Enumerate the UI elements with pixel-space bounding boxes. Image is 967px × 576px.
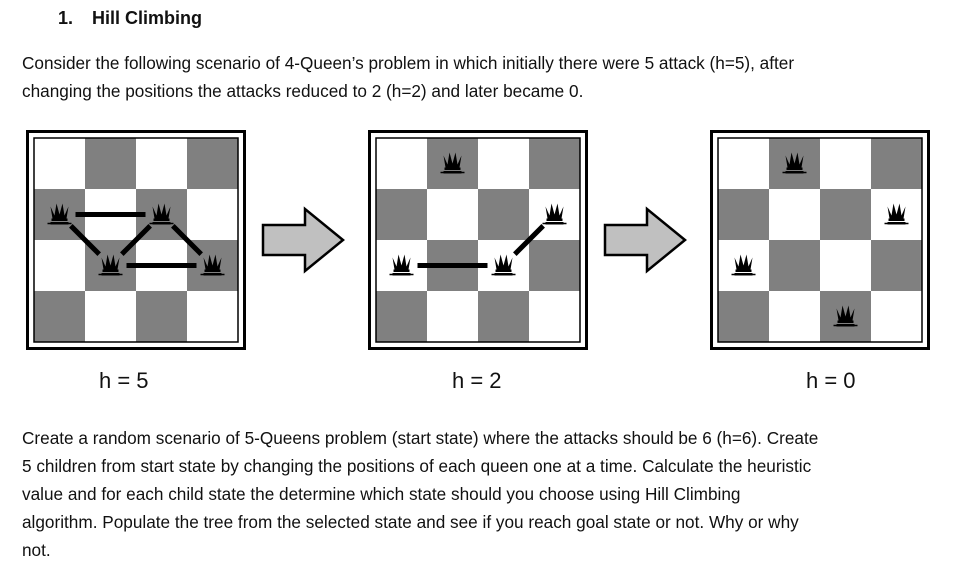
board-square [718,138,769,189]
right-arrow-icon [603,206,687,274]
board-square [871,291,922,342]
intro-line-2: changing the positions the attacks reduc… [22,81,584,101]
question-line-4: algorithm. Populate the tree from the se… [22,512,799,532]
section-heading: 1. Hill Climbing [58,8,202,29]
queen-icon [731,254,756,276]
board-square [478,291,529,342]
attack-line [120,224,152,256]
board-h5 [26,130,246,350]
queen-icon [389,254,414,276]
board-label-h2: h = 2 [452,368,502,393]
board-label-h0: h = 0 [806,368,856,393]
queen-icon [200,254,225,276]
queen-icon [782,152,807,174]
queen-icon [542,203,567,225]
queen-icon [47,203,72,225]
queen-icon [833,305,858,327]
board-square [871,240,922,291]
queen-icon [98,254,123,276]
board-square [529,291,580,342]
board-square [136,291,187,342]
board-square [427,189,478,240]
board-square [718,189,769,240]
question-paragraph: Create a random scenario of 5-Queens pro… [22,424,952,564]
board-square [718,291,769,342]
question-line-2: 5 children from start state by changing … [22,456,812,476]
board-square [85,291,136,342]
board-square [769,189,820,240]
queen-icon [440,152,465,174]
board-square [820,138,871,189]
board-square [376,138,427,189]
board-square [376,189,427,240]
board-h2 [368,130,588,350]
board-square [427,291,478,342]
board-square [529,138,580,189]
board-square [376,291,427,342]
queen-icon [149,203,174,225]
board-square [34,138,85,189]
board-square [85,138,136,189]
board-square [187,138,238,189]
board-square [820,189,871,240]
board-square [34,240,85,291]
board-square [187,291,238,342]
board-square [478,189,529,240]
intro-line-1: Consider the following scenario of 4-Que… [22,53,795,73]
board-square [769,240,820,291]
board-label-h5: h = 5 [99,368,149,393]
board-square [478,138,529,189]
attack-line [513,224,545,256]
queen-icon [491,254,516,276]
section-number: 1. [58,8,74,28]
right-arrow-icon [261,206,345,274]
question-line-3: value and for each child state the deter… [22,484,741,504]
board-h0 [710,130,930,350]
attack-line [171,224,203,256]
board-square [820,240,871,291]
attack-line [69,224,101,256]
question-line-5: not. [22,540,51,560]
board-square [529,240,580,291]
board-square [187,189,238,240]
section-title: Hill Climbing [92,8,202,28]
question-line-1: Create a random scenario of 5-Queens pro… [22,428,819,448]
intro-paragraph: Consider the following scenario of 4-Que… [22,49,952,105]
board-square [871,138,922,189]
board-square [34,291,85,342]
queen-icon [884,203,909,225]
board-square [769,291,820,342]
board-square [136,138,187,189]
